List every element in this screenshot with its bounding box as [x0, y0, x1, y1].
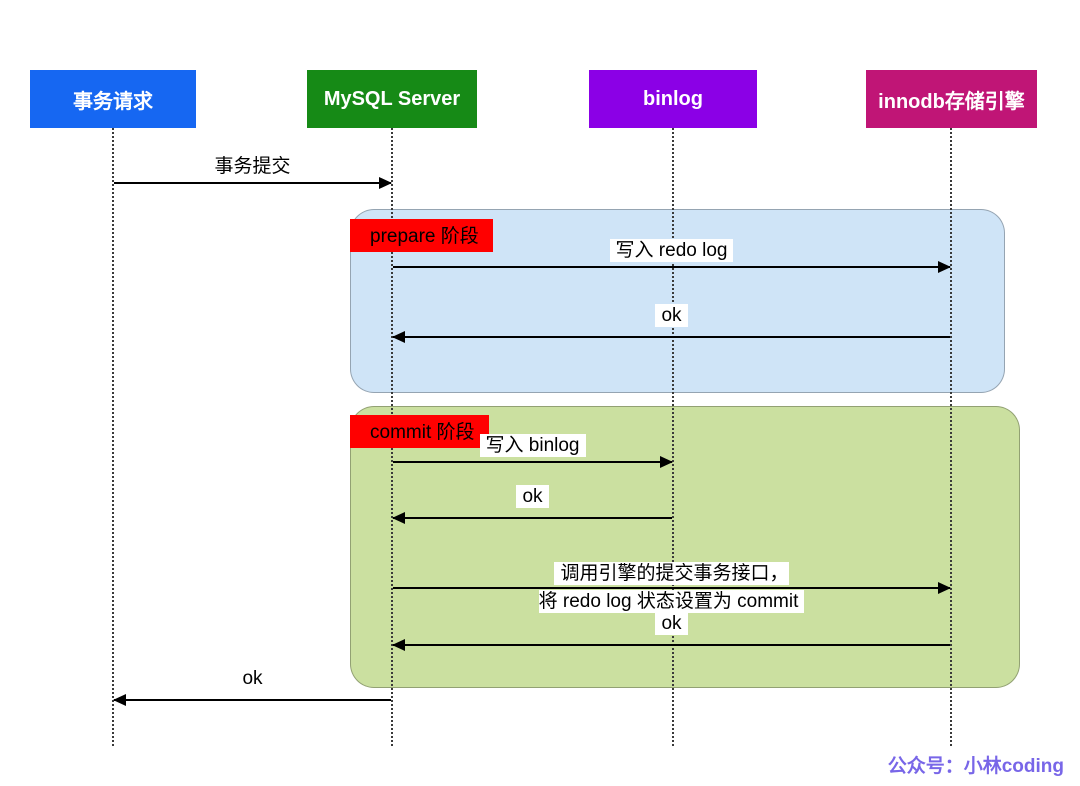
- arrow-line: [393, 587, 950, 589]
- message-label: ok: [392, 485, 673, 508]
- message-label: ok: [392, 612, 951, 635]
- arrowhead-left-icon: [392, 639, 405, 651]
- phase-prepare-label: prepare 阶段: [350, 219, 493, 252]
- message-label: 事务提交: [113, 151, 392, 178]
- arrow-line: [393, 517, 672, 519]
- actor-transaction-request: 事务请求: [30, 70, 196, 128]
- arrow-line: [114, 182, 391, 184]
- actor-innodb: innodb存储引擎: [866, 70, 1037, 128]
- message-label: ok: [113, 667, 392, 690]
- arrow-line: [393, 336, 950, 338]
- lifeline-transaction-request: [112, 128, 114, 746]
- actor-mysql-server-label: MySQL Server: [323, 87, 461, 110]
- actor-innodb-label: innodb存储引擎: [878, 90, 1025, 113]
- message-label: 写入 redo log: [392, 235, 951, 262]
- phase-commit-label: commit 阶段: [350, 415, 489, 448]
- message-label: 调用引擎的提交事务接口， 将 redo log 状态设置为 commit: [392, 560, 951, 616]
- watermark: 公众号：小林coding: [887, 756, 1064, 777]
- actor-transaction-request-label: 事务请求: [73, 90, 153, 113]
- phase-commit-label-text: commit 阶段: [370, 422, 475, 443]
- arrowhead-left-icon: [392, 331, 405, 343]
- arrowhead-left-icon: [113, 694, 126, 706]
- actor-mysql-server: MySQL Server: [307, 70, 477, 128]
- arrow-line: [114, 699, 391, 701]
- message-label-line1: 调用引擎的提交事务接口，: [560, 563, 789, 584]
- lifeline-innodb: [950, 128, 952, 746]
- message-label-line2: 将 redo log 状态设置为 commit: [538, 591, 799, 612]
- message-label: ok: [392, 304, 951, 327]
- arrow-line: [393, 644, 950, 646]
- arrowhead-right-icon: [938, 261, 951, 273]
- arrow-line: [393, 266, 950, 268]
- arrowhead-left-icon: [392, 512, 405, 524]
- actor-binlog: binlog: [589, 70, 757, 128]
- arrowhead-right-icon: [938, 582, 951, 594]
- phase-commit-frame: [350, 406, 1020, 688]
- phase-prepare-label-text: prepare 阶段: [370, 226, 479, 247]
- arrowhead-right-icon: [660, 456, 673, 468]
- arrow-line: [393, 461, 672, 463]
- message-label: 写入 binlog: [392, 430, 673, 457]
- actor-binlog-label: binlog: [643, 87, 703, 110]
- arrowhead-right-icon: [379, 177, 392, 189]
- lifeline-binlog: [672, 128, 674, 746]
